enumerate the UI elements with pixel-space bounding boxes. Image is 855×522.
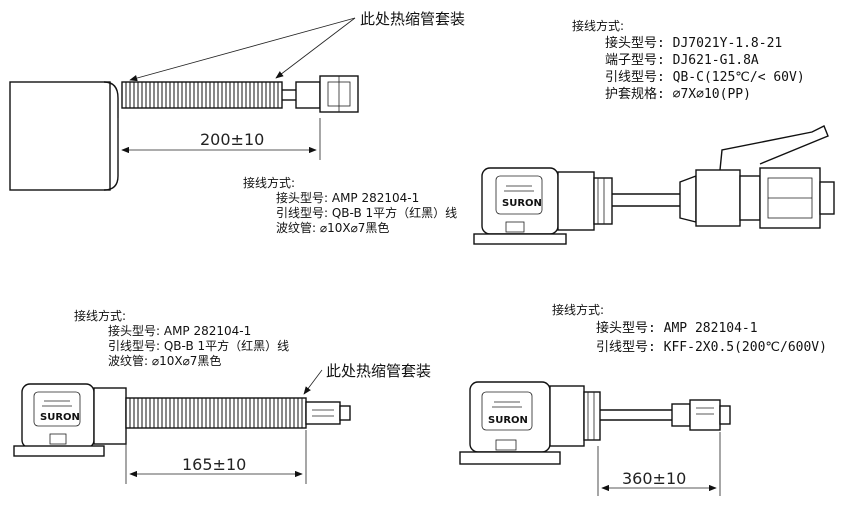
coil-body [9,81,111,191]
amp-connector [689,399,721,431]
spec-title: 接线方式: [243,175,295,190]
assembly-bottom-left: SURON 此处热缩管套装 165±10 [13,362,431,484]
spec-line: 护套规格: ⌀7X⌀10(PP) [605,86,751,102]
spec-line: 引线型号: QB-B 1平方（红黑）线 [276,205,457,220]
dimension-label: 360±10 [622,469,686,488]
spec-title: 接线方式: [552,302,604,317]
heat-shrink-callout: 此处热缩管套装 [360,10,465,28]
heat-shrink-callout: 此处热缩管套装 [326,362,431,380]
gland [549,385,585,447]
boot [679,174,697,223]
spec-line: 端子型号: DJ621-G1.8A [605,53,759,68]
dj-connector [695,169,741,227]
logo-panel [495,175,543,215]
gland [93,387,127,445]
assembly-top-left: 此处热缩管套装 200±10 [9,10,465,191]
logo-panel [33,391,81,427]
spec-line: 接头型号: AMP 282104-1 [276,190,419,205]
gland [557,171,595,231]
corrugated-tube [121,81,283,109]
spec-block-top-left: 接线方式: 接头型号: AMP 282104-1 引线型号: QB-B 1平方（… [243,175,457,235]
amp-connector [305,401,341,425]
spec-block-top-right: 接线方式: 接头型号: DJ7021Y-1.8-21 端子型号: DJ621-G… [572,18,805,102]
suron-logo: SURON [40,412,80,423]
dimension-label: 200±10 [200,130,264,149]
spec-line: 接头型号: DJ7021Y-1.8-21 [605,35,782,51]
suron-logo: SURON [488,415,528,426]
logo-panel [481,391,533,431]
latch [719,125,829,171]
spec-line: 引线型号: QB-B 1平方（红黑）线 [108,338,289,353]
spec-block-bottom-left: 接线方式: 接头型号: AMP 282104-1 引线型号: QB-B 1平方（… [74,308,289,368]
spec-line: 引线型号: KFF-2X0.5(200℃/600V) [596,340,827,355]
assembly-top-right: SURON [473,125,835,245]
spec-line: 接头型号: AMP 282104-1 [108,323,251,338]
spec-block-bottom-right: 接线方式: 接头型号: AMP 282104-1 引线型号: KFF-2X0.5… [552,302,827,355]
spec-title: 接线方式: [74,308,126,323]
spec-line: 接头型号: AMP 282104-1 [596,320,758,336]
suron-logo: SURON [502,198,542,209]
spec-line: 引线型号: QB-C(125℃/< 60V) [605,70,805,85]
dimension-label: 165±10 [182,455,246,474]
spec-title: 接线方式: [572,18,624,33]
corrugated-tube [125,397,307,429]
spec-line: 波纹管: ⌀10X⌀7黑色 [108,353,221,368]
connector-collar [295,81,321,109]
spec-line: 波纹管: ⌀10X⌀7黑色 [276,220,389,235]
assembly-bottom-right: SURON 360±10 [459,381,731,496]
